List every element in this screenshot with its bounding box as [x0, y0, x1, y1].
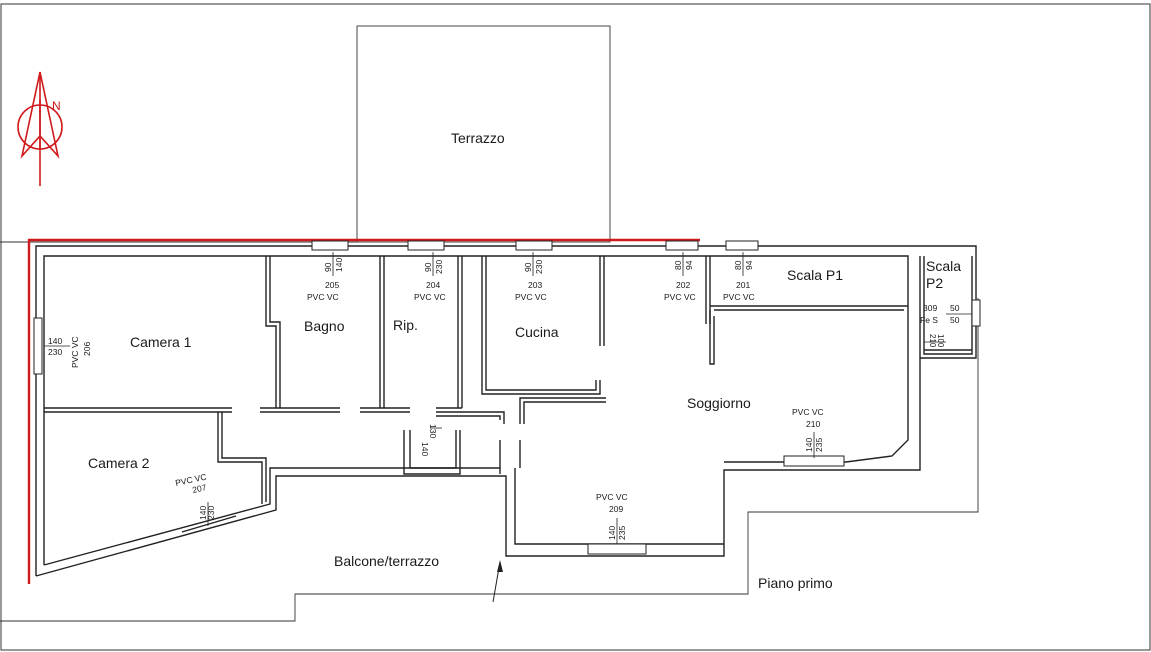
window-204-width: 90	[423, 262, 433, 272]
window-204-height: 230	[434, 260, 444, 274]
room-terrazzo: Terrazzo	[451, 130, 505, 146]
window-206-material: PVC VC	[70, 336, 80, 368]
window-209-material: PVC VC	[596, 492, 628, 502]
arrow-icon	[492, 560, 503, 603]
room-camera-2: Camera 2	[88, 455, 150, 471]
property-boundary	[27, 238, 700, 584]
north-arrow-icon: N	[17, 71, 63, 186]
room-soggiorno: Soggiorno	[687, 395, 751, 411]
window-206-width: 140	[48, 336, 62, 346]
window-201-height: 94	[744, 260, 754, 270]
window-210-code: 210	[806, 419, 820, 429]
window-203-code: 203	[528, 280, 542, 290]
window-202-label: 80 94 202 PVC VC	[664, 252, 696, 302]
window-scala-p2-a: 100	[936, 334, 945, 348]
door-130-height: 140	[420, 442, 430, 456]
north-label: N	[52, 99, 61, 113]
window-202-width: 80	[673, 260, 683, 270]
window-204-label: 90 230 204 PVC VC	[414, 252, 446, 302]
window-205-material: PVC VC	[307, 292, 339, 302]
top-windows	[311, 240, 759, 251]
window-206-code: 206	[82, 342, 92, 356]
window-209-frame	[587, 543, 647, 555]
window-206-frame	[33, 317, 43, 375]
window-309-width: 50	[950, 303, 960, 313]
room-scala-p2-line1: Scala	[926, 258, 961, 274]
window-309-height: 50	[950, 315, 960, 325]
room-scala-p2-line2: P2	[926, 275, 943, 291]
outer-wall	[35, 245, 977, 577]
window-205-label: 90 140 205 PVC VC	[307, 252, 344, 302]
window-207-label: PVC VC 207 140 230	[174, 472, 216, 526]
window-203-width: 90	[523, 262, 533, 272]
room-bagno: Bagno	[304, 318, 345, 334]
window-201-code: 201	[736, 280, 750, 290]
window-205-width: 90	[323, 262, 333, 272]
window-203-label: 90 230 203 PVC VC	[515, 252, 547, 302]
window-209-label: PVC VC 209 140 235	[596, 492, 628, 544]
window-scala-p2-b: 210	[928, 334, 937, 348]
window-207-width: 140	[198, 506, 208, 520]
window-206-label: 140 230 PVC VC 206	[44, 336, 92, 368]
window-209-code: 209	[609, 504, 623, 514]
window-206-height: 230	[48, 347, 62, 357]
floor-label: Piano primo	[758, 575, 833, 591]
window-202-code: 202	[676, 280, 690, 290]
window-309-frame	[971, 299, 981, 327]
window-309-label: 309 Fe S 50 50	[920, 303, 972, 325]
window-209-width: 140	[607, 526, 617, 540]
window-202-material: PVC VC	[664, 292, 696, 302]
window-201-label: 80 94 201 PVC VC	[723, 252, 755, 302]
window-210-material: PVC VC	[792, 407, 824, 417]
window-203-height: 230	[534, 260, 544, 274]
window-210-height: 235	[814, 438, 824, 452]
window-201-material: PVC VC	[723, 292, 755, 302]
terrazzo-area	[356, 25, 611, 243]
room-scala-p1: Scala P1	[787, 267, 843, 283]
context-lines	[0, 241, 979, 622]
window-207-frame	[181, 515, 237, 533]
window-202-height: 94	[684, 260, 694, 270]
window-210-width: 140	[804, 438, 814, 452]
door-130-label: 130 140	[420, 424, 442, 456]
window-201-width: 80	[733, 260, 743, 270]
window-scala-p2-label: 100 210	[924, 334, 946, 348]
window-309-material: Fe S	[920, 315, 938, 325]
drawing-frame	[0, 3, 1151, 651]
window-207-code: 207	[191, 482, 207, 495]
door-130-width: 130	[428, 424, 438, 438]
window-204-material: PVC VC	[414, 292, 446, 302]
window-205-height: 140	[334, 258, 344, 272]
window-210-label: PVC VC 210 140 235	[792, 407, 824, 458]
window-209-height: 235	[617, 526, 627, 540]
inner-walls	[43, 255, 973, 566]
window-203-material: PVC VC	[515, 292, 547, 302]
room-rip: Rip.	[393, 317, 418, 333]
room-camera-1: Camera 1	[130, 334, 192, 350]
window-204-code: 204	[426, 280, 440, 290]
window-207-height: 230	[206, 506, 216, 520]
room-cucina: Cucina	[515, 324, 559, 340]
window-205-code: 205	[325, 280, 339, 290]
area-balcone: Balcone/terrazzo	[334, 553, 439, 569]
window-309-code: 309	[923, 303, 937, 313]
